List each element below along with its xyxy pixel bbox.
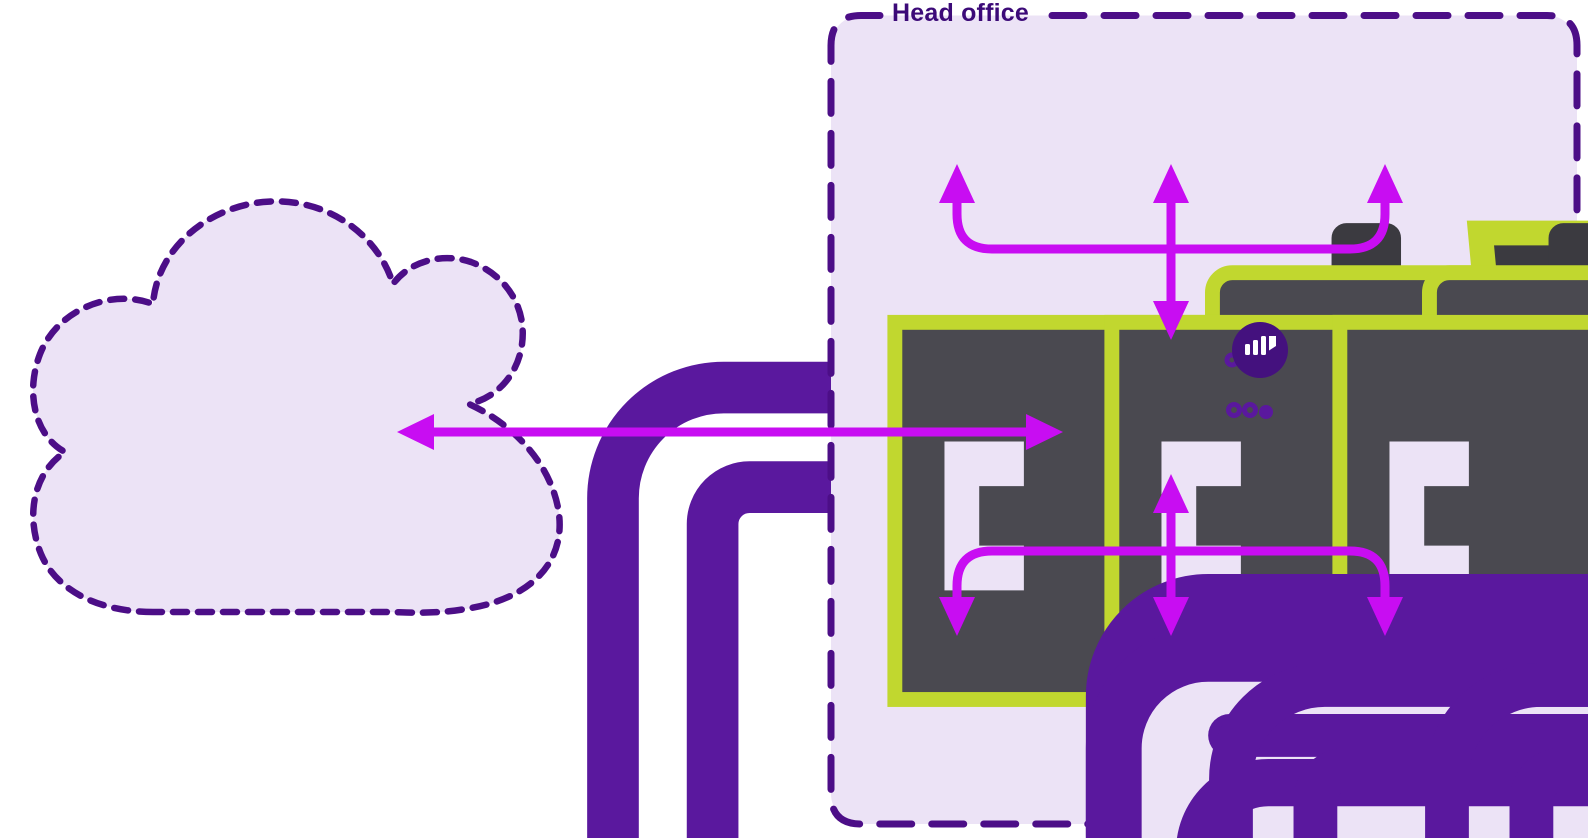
- cloud-region: [29, 198, 1588, 838]
- monitoring-badge-icon: [1232, 322, 1288, 378]
- server-led: [1242, 402, 1258, 418]
- arrow-server-to-workstations: [939, 474, 1403, 636]
- server-led: [1226, 402, 1242, 418]
- arrow-server-to-cameras: [939, 164, 1403, 340]
- arrow-cloud-to-server: [397, 414, 1063, 450]
- head-office-label: Head office: [892, 0, 1029, 27]
- head-office-region: [827, 12, 1588, 838]
- server-led: [1259, 405, 1273, 419]
- cloud-icon: [29, 198, 563, 616]
